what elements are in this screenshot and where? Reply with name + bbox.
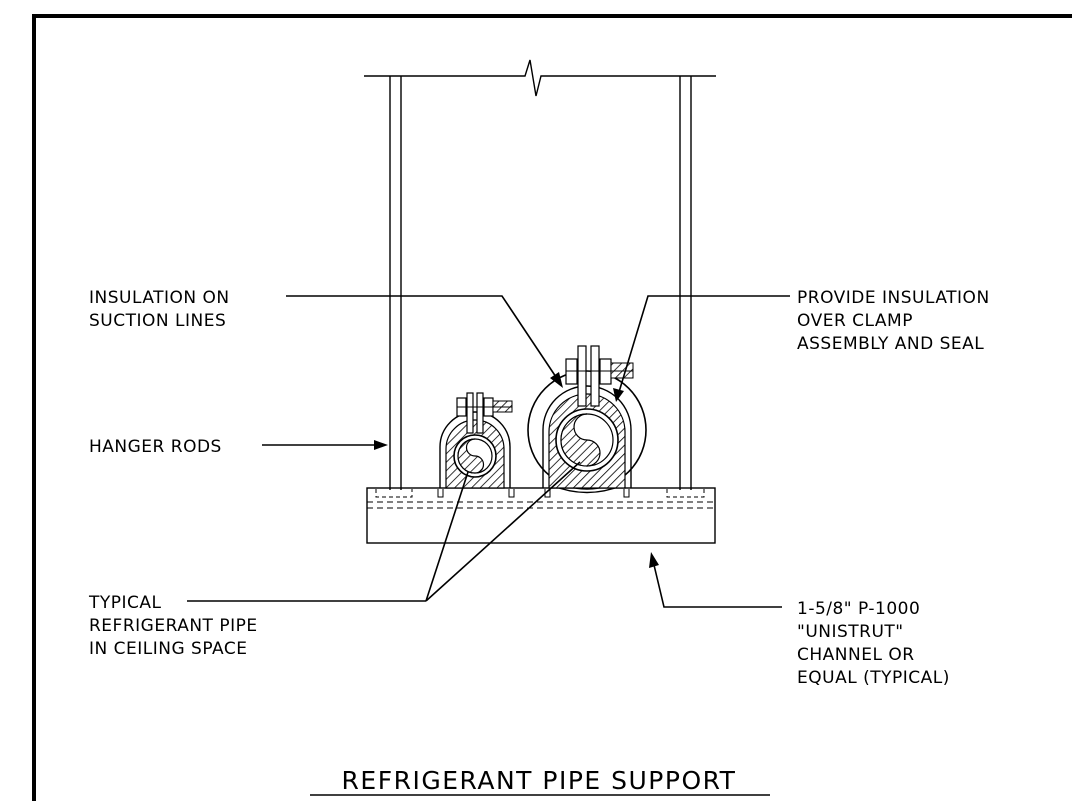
leader-channel <box>649 552 782 608</box>
drawing-title: REFRIGERANT PIPE SUPPORT <box>342 766 737 795</box>
hanger-rod-left <box>389 76 402 490</box>
label-provide-insulation: PROVIDE INSULATION OVER CLAMP ASSEMBLY A… <box>797 288 996 354</box>
drawing-border <box>32 14 1072 801</box>
leader-insulation-suction <box>286 295 563 388</box>
label-insulation-suction: INSULATION ON SUCTION LINES <box>89 288 236 331</box>
large-pipe-assembly <box>527 345 647 494</box>
label-typical-pipe: TYPICAL REFRIGERANT PIPE IN CEILING SPAC… <box>88 593 264 659</box>
leader-hanger-rods <box>262 440 388 450</box>
label-hanger-rods: HANGER RODS <box>89 437 222 457</box>
label-channel: 1-5/8" P-1000 "UNISTRUT" CHANNEL OR EQUA… <box>797 599 950 688</box>
leader-typical-pipe <box>187 461 581 602</box>
small-pipe-assembly <box>439 392 513 489</box>
hanger-rod-right <box>679 76 692 490</box>
unistrut-channel <box>366 487 716 544</box>
leader-provide-insulation <box>613 295 790 402</box>
ceiling-structure-line <box>364 59 716 97</box>
